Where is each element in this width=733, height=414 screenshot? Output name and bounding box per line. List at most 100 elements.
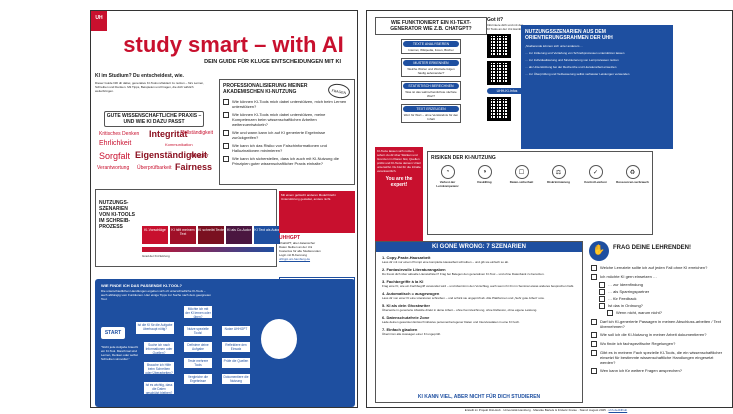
selfcheck-item[interactable]: Wie kann ich sicherstellen, dass ich auc… bbox=[223, 156, 351, 166]
checkbox[interactable] bbox=[591, 265, 597, 271]
howto-heading: WIE FUNKTIONIERT EIN KI-TEXT-GENERATOR W… bbox=[375, 17, 487, 35]
usecase-item: … zur Individualisierung und Strukturier… bbox=[525, 58, 619, 62]
finder-panel: WIE FINDE ICH DAS PASSENDE KI-TOOL? Die … bbox=[95, 279, 355, 407]
word-responsibility: Verantwortung bbox=[97, 165, 130, 171]
uhhgpt-item: Daten bleiben an der Uni bbox=[279, 245, 313, 249]
word-verifiability: Überprüfbarkeit bbox=[137, 165, 172, 171]
selfcheck-item[interactable]: Wie kann ich das Risiko von Falschinform… bbox=[223, 143, 351, 153]
checkbox[interactable] bbox=[591, 332, 597, 338]
flow-node: Möchte ich mit der KI lernen oder üben? bbox=[183, 305, 213, 319]
tip-callout-text: Mit einem gelöscht anderen Modell bleibt… bbox=[281, 193, 336, 201]
uhhgpt-heading: UHHGPT bbox=[279, 235, 301, 241]
uhhgpt-box: UHHGPT ChatGPT, aber datensicher Daten b… bbox=[279, 235, 355, 275]
gotit-qr-code[interactable] bbox=[487, 34, 511, 58]
question-subitem[interactable]: Ist das in Ordnung? bbox=[599, 303, 723, 309]
uhhgpt-item: Login mit B-Kennung bbox=[279, 253, 308, 257]
intro-section: KI im Studium? Du entscheidest, wie. Die… bbox=[95, 73, 213, 93]
checkbox[interactable] bbox=[591, 350, 597, 356]
risks-panel: RISIKEN DER KI-NUTZUNG ◔Verlust der Lern… bbox=[427, 151, 653, 235]
word-completeness: Vollständigkeit bbox=[181, 130, 213, 136]
intro-heading: KI im Studium? Du entscheidest, wie. bbox=[95, 73, 184, 79]
flow-node: Reflektiere den Einsatz bbox=[221, 341, 251, 353]
flow-node: Brauche ich Hilfe beim Schreiben oder Üb… bbox=[143, 361, 175, 375]
question-item[interactable]: Wie soll ich die KI-Nutzung in meiner Ar… bbox=[591, 332, 723, 338]
risks-list: ◔Verlust der Lernkompetenz ◑Deskilling ☐… bbox=[431, 165, 649, 188]
risk-icon: ⚖ bbox=[551, 165, 566, 179]
practice-word-cloud: Kritisches Denken Integrität Vollständig… bbox=[95, 129, 213, 189]
checkbox[interactable] bbox=[599, 282, 605, 288]
risk-icon: ✓ bbox=[588, 165, 603, 179]
finder-quote: "Nicht jede Aufgabe braucht ein KI-Tool.… bbox=[101, 345, 139, 361]
usecase-item: … zur Initiierung und Vertiefung von Sch… bbox=[525, 51, 625, 55]
question-subitem[interactable]: … als Sparringspartner bbox=[599, 289, 723, 295]
question-item[interactable]: Wo finde ich fachspezifische Regelungen? bbox=[591, 341, 723, 347]
risks-heading: RISIKEN DER KI-NUTZUNG bbox=[431, 155, 496, 161]
question-item[interactable]: Welche Lernziele sollte ich auf jeden Fa… bbox=[591, 265, 723, 271]
question-item[interactable]: Darf ich KI-generierte Passagen in meine… bbox=[591, 319, 723, 329]
gotit-section: Got it? Informiere dich und mit den KI T… bbox=[487, 17, 527, 137]
risk-item: ⚖Diskriminierung bbox=[542, 165, 575, 188]
finder-heading: WIE FINDE ICH DAS PASSENDE KI-TOOL? bbox=[101, 283, 182, 288]
intro-text: Dieser Guide hilft dir dabei, generative… bbox=[95, 81, 205, 93]
question-item[interactable]: Wen kann ich für weitere Fragen ansprech… bbox=[591, 368, 723, 374]
checkbox[interactable] bbox=[223, 143, 229, 149]
stop-hand-icon: ✋ bbox=[589, 241, 609, 261]
checkbox[interactable] bbox=[223, 112, 229, 118]
flow-node: Teste mehrere Tools bbox=[183, 357, 213, 369]
scenarios-panel: KI GONE WRONG: 7 SZENARIEN 1. Copy-Paste… bbox=[375, 241, 583, 403]
checkbox[interactable] bbox=[599, 303, 605, 309]
word-honesty: Ehrlichkeit bbox=[99, 140, 132, 147]
flow-node: Nutze UHHGPT bbox=[221, 325, 251, 337]
selfcheck-item[interactable]: Wie können KI-Tools mich dabei unterstüt… bbox=[223, 112, 351, 127]
checkbox[interactable] bbox=[591, 341, 597, 347]
usecases-heading: NUTZUNGSSZENARIEN AUS DEM ORIENTIERUNGSR… bbox=[525, 29, 613, 41]
process-steps: KI-Vorschläge KI hilft meinem Text KI sc… bbox=[142, 226, 280, 244]
checkbox[interactable] bbox=[599, 289, 605, 295]
question-subitem[interactable]: … für Feedback bbox=[599, 296, 723, 302]
selfcheck-list: Wie können KI-Tools mich dabei unterstüt… bbox=[223, 99, 351, 166]
howto-step: MUSTER ERKENNEN Welche Wörter und Wortte… bbox=[401, 58, 461, 77]
uhh-ki-qr-code[interactable] bbox=[487, 97, 511, 121]
selfcheck-item[interactable]: Wie können KI-Tools mich dabei unterstüt… bbox=[223, 99, 351, 109]
process-step: KI als Co-Autor bbox=[226, 226, 252, 244]
expert-note-text: KI-Texte lassen sich nutzen, sofern du d… bbox=[377, 149, 421, 173]
checkbox[interactable] bbox=[599, 296, 605, 302]
question-item[interactable]: Gibt es in meinem Fach spezielle KI-Tool… bbox=[591, 350, 723, 365]
checkbox[interactable] bbox=[591, 368, 597, 374]
process-step: KI-Vorschläge bbox=[142, 226, 168, 244]
howto-steps: TEXTE ANALYSIEREN Internet, Wikipedia, F… bbox=[375, 39, 487, 123]
risk-item: ◑Deskilling bbox=[468, 165, 501, 188]
word-independence: Eigenständigkeit bbox=[135, 150, 208, 160]
checkbox[interactable] bbox=[591, 274, 597, 280]
scenarios-heading: KI GONE WRONG: 7 SZENARIEN bbox=[376, 242, 582, 252]
word-fairness: Fairness bbox=[175, 162, 213, 172]
uhhgpt-link[interactable]: uhhgpt.uni-hamburg.de bbox=[279, 257, 311, 261]
word-integrity: Integrität bbox=[149, 129, 188, 139]
process-step: KI Text als Autor bbox=[254, 226, 280, 244]
gotit-qr-code[interactable] bbox=[487, 61, 511, 85]
risk-item: ◔Verlust der Lernkompetenz bbox=[431, 165, 464, 188]
checkbox[interactable] bbox=[223, 130, 229, 136]
uhhgpt-item: ChatGPT, aber datensicher bbox=[279, 241, 316, 245]
scenarios-footer: KI KANN VIEL, ABER NICHT FÜR DICH STUDIE… bbox=[417, 394, 541, 400]
footer-text: Erstellt im Projekt DiLLHub · Universitä… bbox=[464, 408, 608, 412]
checkbox[interactable] bbox=[223, 156, 229, 162]
checkbox[interactable] bbox=[591, 319, 597, 325]
footer: Erstellt im Projekt DiLLHub · Universitä… bbox=[366, 408, 726, 412]
howto-section: WIE FUNKTIONIERT EIN KI-TEXT-GENERATOR W… bbox=[375, 17, 487, 151]
selfcheck-item[interactable]: Wie und wann kann ich auf KI generierte … bbox=[223, 130, 351, 140]
question-subitem[interactable]: Wenn nicht, warum nicht? bbox=[607, 310, 723, 316]
question-subitem[interactable]: … zur Ideenfindung bbox=[599, 282, 723, 288]
usecase-item: „Studierende können sich unter anderem … bbox=[525, 44, 584, 48]
checkbox[interactable] bbox=[223, 99, 229, 105]
question-item[interactable]: Ich möchte KI gern einsetzen … bbox=[591, 274, 723, 280]
checkbox[interactable] bbox=[607, 310, 613, 316]
left-poster-panel: UH study smart – with AI DEIN GUIDE FÜR … bbox=[90, 10, 358, 408]
footer-link[interactable]: uhh.de/dillhub bbox=[608, 408, 628, 412]
